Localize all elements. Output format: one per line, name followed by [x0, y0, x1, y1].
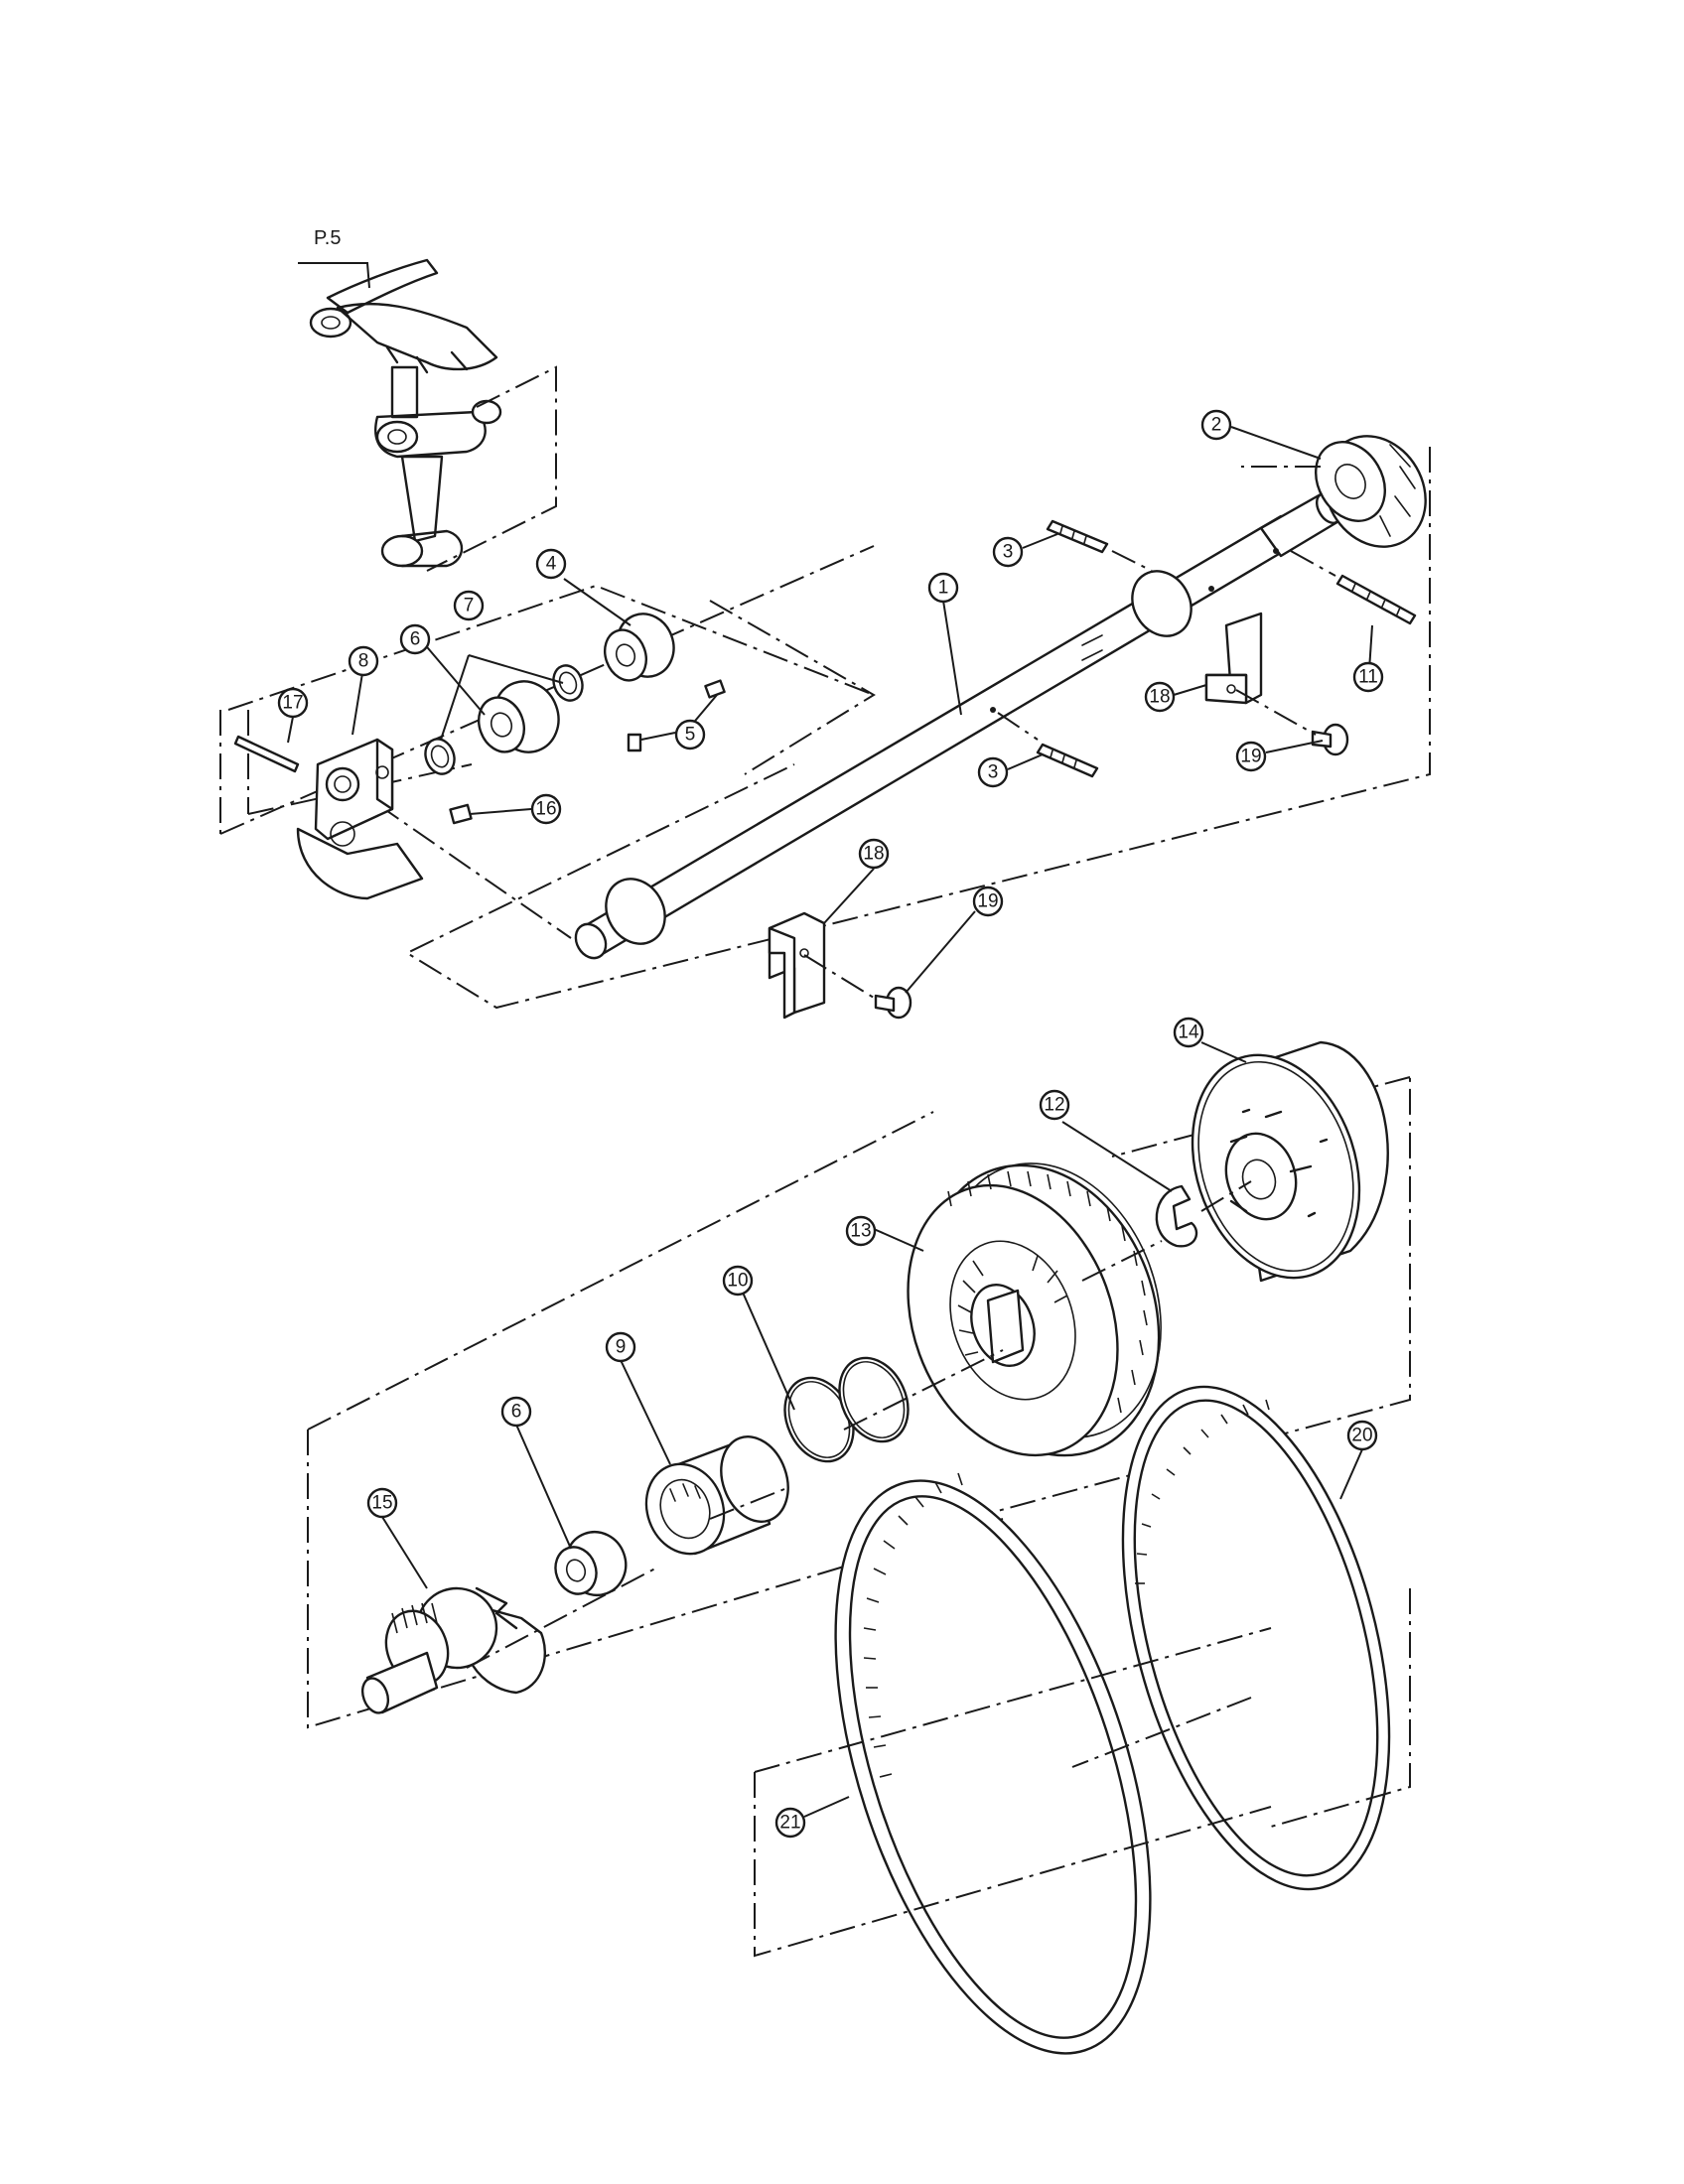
- callout-15: 15: [366, 1487, 398, 1519]
- washer-left: [424, 738, 456, 775]
- svg-text:15: 15: [371, 1493, 392, 1514]
- clutch-cover: [1191, 1040, 1389, 1283]
- svg-text:P.5: P.5: [314, 227, 341, 249]
- callout-16: 16: [530, 793, 562, 825]
- spring-rings: [783, 1356, 910, 1463]
- callout-9: 9: [605, 1331, 636, 1363]
- pin-upper: [1046, 519, 1109, 554]
- pin-crank: [233, 735, 300, 773]
- callout-4: 4: [535, 548, 567, 580]
- bearing: [644, 1435, 789, 1556]
- callout-3-upper: 3: [992, 536, 1024, 568]
- svg-text:8: 8: [358, 651, 369, 672]
- svg-text:11: 11: [1358, 667, 1378, 688]
- crank: [296, 738, 424, 900]
- pin-lower: [1036, 743, 1099, 778]
- callout-20: 20: [1346, 1420, 1378, 1451]
- reference-linkage-assembly: P.5: [298, 227, 557, 572]
- lower-group-boundary: [307, 1076, 1411, 1729]
- svg-text:19: 19: [977, 891, 998, 912]
- callout-7: 7: [453, 590, 485, 621]
- pulley: [1315, 435, 1427, 548]
- svg-text:18: 18: [1149, 687, 1170, 708]
- callout-12: 12: [1039, 1089, 1070, 1121]
- callout-10: 10: [722, 1265, 754, 1297]
- bushing: [604, 613, 675, 682]
- svg-text:18: 18: [863, 844, 884, 865]
- callout-6-lower: 6: [500, 1396, 532, 1428]
- svg-text:14: 14: [1178, 1023, 1199, 1043]
- belt-large-teeth: [863, 1472, 963, 1778]
- callout-6-upper: 6: [399, 623, 431, 655]
- svg-text:10: 10: [727, 1271, 748, 1292]
- svg-text:7: 7: [464, 596, 475, 616]
- bracket-lower: [768, 911, 826, 1020]
- sleeve: [360, 1586, 546, 1714]
- svg-text:17: 17: [282, 693, 303, 714]
- svg-text:6: 6: [511, 1402, 522, 1423]
- callout-21: 21: [774, 1807, 806, 1839]
- callout-8: 8: [348, 645, 379, 677]
- svg-text:19: 19: [1240, 747, 1261, 767]
- svg-text:2: 2: [1211, 415, 1222, 436]
- callout-3-lower: 3: [977, 756, 1009, 788]
- svg-text:21: 21: [779, 1813, 800, 1834]
- collar-left: [478, 680, 560, 753]
- callout-19-upper: 19: [1235, 741, 1267, 772]
- callout-1: 1: [927, 572, 959, 604]
- main-shaft: [574, 492, 1342, 960]
- collar-lower: [554, 1531, 628, 1596]
- gear-teeth: [947, 1170, 1148, 1414]
- set-screw-crank: [449, 803, 473, 825]
- svg-text:5: 5: [685, 725, 696, 746]
- callout-18-lower: 18: [858, 838, 890, 870]
- callout-19-lower: 19: [972, 886, 1004, 917]
- callout-17: 17: [277, 687, 309, 719]
- callout-2: 2: [1200, 409, 1232, 441]
- svg-text:13: 13: [850, 1221, 871, 1242]
- svg-text:20: 20: [1351, 1426, 1372, 1446]
- belt-small-teeth: [1135, 1399, 1270, 1584]
- svg-text:16: 16: [535, 799, 556, 820]
- reference-label-p5: P.5: [314, 227, 341, 249]
- svg-text:3: 3: [1003, 542, 1014, 563]
- svg-text:3: 3: [988, 762, 999, 783]
- bracket-upper: [1204, 612, 1263, 705]
- washer-right: [552, 664, 584, 702]
- svg-text:12: 12: [1044, 1095, 1064, 1116]
- callout-13: 13: [845, 1215, 877, 1247]
- e-ring: [1155, 1184, 1198, 1248]
- callout-18-upper: 18: [1144, 681, 1176, 713]
- callout-11: 11: [1352, 661, 1384, 693]
- screw-lower: [874, 986, 912, 1020]
- callout-5: 5: [674, 719, 706, 751]
- svg-text:1: 1: [938, 578, 949, 599]
- pin-long: [1335, 574, 1417, 625]
- svg-text:4: 4: [546, 554, 557, 575]
- sleeve-teeth: [391, 1602, 438, 1634]
- svg-text:6: 6: [410, 629, 421, 650]
- belt-small: [1121, 1385, 1391, 1891]
- svg-text:9: 9: [616, 1337, 627, 1358]
- gear-hub-serration: [957, 1255, 1068, 1356]
- gear: [907, 1162, 1162, 1457]
- callout-14: 14: [1173, 1017, 1204, 1048]
- screw-upper: [1311, 723, 1349, 756]
- set-screws: [627, 679, 726, 752]
